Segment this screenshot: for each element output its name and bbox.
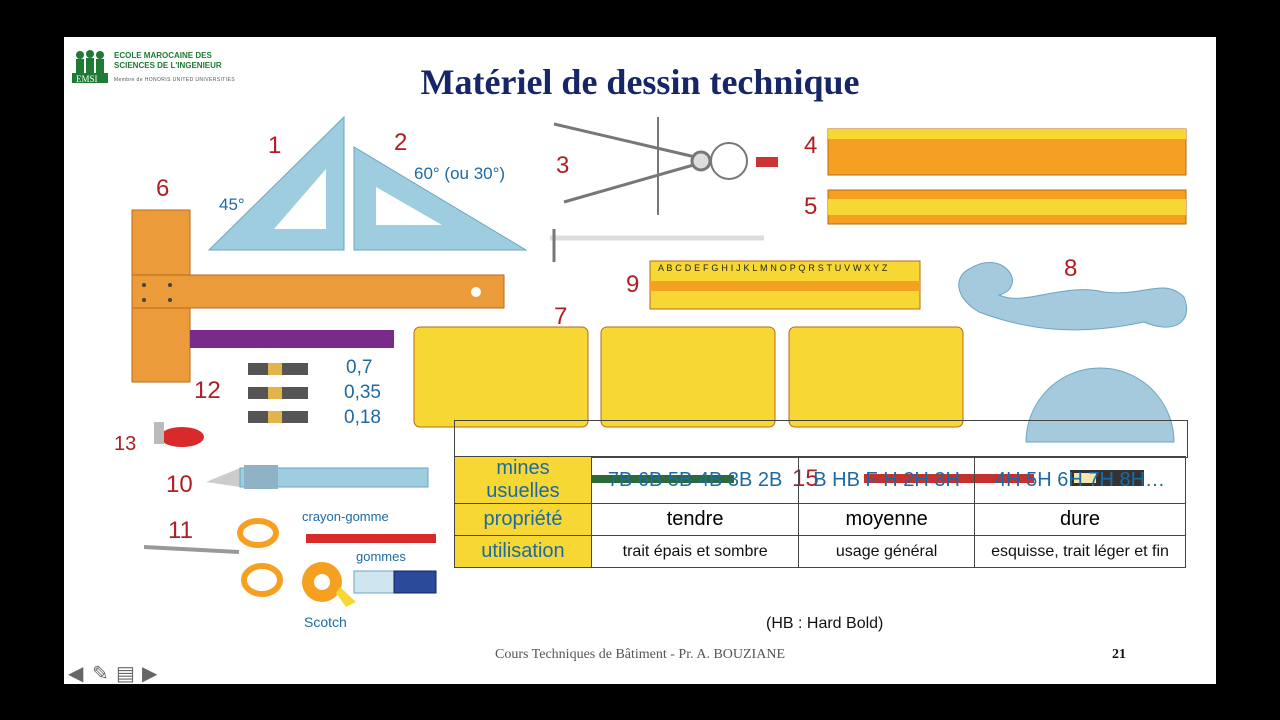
alphabet-stencil-text: A B C D E F G H I J K L M N O P Q R S T … <box>658 263 888 273</box>
previous-slide-icon[interactable]: ◀ <box>68 663 84 684</box>
set-square-60 <box>353 146 528 251</box>
table-header: utilisation <box>454 535 592 568</box>
svg-text:EMSI: EMSI <box>76 74 98 84</box>
next-slide-icon[interactable]: ▶ <box>142 663 158 684</box>
label-2: 2 <box>394 129 408 156</box>
scotch-label: Scotch <box>304 614 347 630</box>
pencil-display-row <box>454 420 1188 458</box>
table-header: propriété <box>454 503 592 536</box>
ruler-orange <box>827 128 1187 176</box>
compass <box>550 117 778 262</box>
angle-60-label: 60° (ou 30°) <box>414 164 506 183</box>
circle-template <box>413 326 589 428</box>
label-4: 4 <box>804 132 818 159</box>
pen-icon[interactable]: ✎ <box>92 663 109 684</box>
protractor <box>1025 367 1175 443</box>
label-10: 10 <box>166 471 193 498</box>
technical-pens <box>190 330 394 423</box>
label-6: 6 <box>156 175 170 202</box>
logo-people-icon: EMSI <box>72 50 108 84</box>
lettering-stencil <box>649 260 921 310</box>
label-3: 3 <box>556 152 570 179</box>
table-row: utilisation trait épais et sombre usage … <box>454 535 1186 568</box>
table-cell: moyenne <box>798 503 976 536</box>
label-1: 1 <box>268 132 282 159</box>
scale-ruler <box>827 189 1187 225</box>
sharpener <box>154 422 204 447</box>
erasers <box>353 570 437 594</box>
cutter <box>206 465 429 489</box>
table-cell: 4H 5H 6H 7H 8H… <box>974 456 1186 504</box>
hb-note: (HB : Hard Bold) <box>766 615 884 632</box>
emsi-logo: EMSI <box>72 49 112 85</box>
table-cell: trait épais et sombre <box>590 535 800 568</box>
t-square <box>131 209 505 383</box>
logo-subtext: Membre de HONORIS UNITED UNIVERSITIES <box>114 77 235 83</box>
table-cell: dure <box>974 503 1186 536</box>
table-row: propriété tendre moyenne dure <box>454 503 1186 536</box>
label-8: 8 <box>1064 255 1078 282</box>
table-cell: B HB F H 2H 3H <box>798 456 976 504</box>
pen-size-018: 0,18 <box>344 407 381 428</box>
table-cell: esquisse, trait léger et fin <box>974 535 1186 568</box>
table-cell: usage général <box>798 535 976 568</box>
set-square-45 <box>207 115 345 251</box>
gommes-label: gommes <box>356 549 406 564</box>
label-12: 12 <box>194 377 221 404</box>
french-curve <box>958 262 1188 331</box>
ellipse-template <box>600 326 776 428</box>
table-row: mines usuelles 7B 6B 5B 4B 3B 2B B HB F … <box>454 456 1186 504</box>
pen-size-07: 0,7 <box>346 357 373 378</box>
scissors <box>143 518 283 597</box>
label-7: 7 <box>554 303 568 330</box>
crayon-gomme-label: crayon-gomme <box>302 509 389 524</box>
shape-template <box>788 326 964 428</box>
tape-roll <box>302 562 356 607</box>
footer: Cours Techniques de Bâtiment - Pr. A. BO… <box>494 647 785 662</box>
table-header: mines usuelles <box>454 456 592 504</box>
illustration <box>131 115 1188 607</box>
page-number: 21 <box>1112 647 1126 662</box>
pencil-eraser <box>306 534 436 543</box>
table-cell: tendre <box>590 503 800 536</box>
label-13: 13 <box>114 433 137 455</box>
pen-size-035: 0,35 <box>344 382 381 403</box>
menu-icon[interactable]: ▤ <box>116 663 135 684</box>
table-cell: 7B 6B 5B 4B 3B 2B <box>590 456 800 504</box>
page-title: Matériel de dessin technique <box>420 62 860 102</box>
angle-45-label: 45° <box>219 195 245 214</box>
label-11: 11 <box>168 517 193 544</box>
label-5: 5 <box>804 193 818 220</box>
pencil-grades-table: mines usuelles 7B 6B 5B 4B 3B 2B B HB F … <box>454 456 1186 568</box>
label-9: 9 <box>626 271 640 298</box>
